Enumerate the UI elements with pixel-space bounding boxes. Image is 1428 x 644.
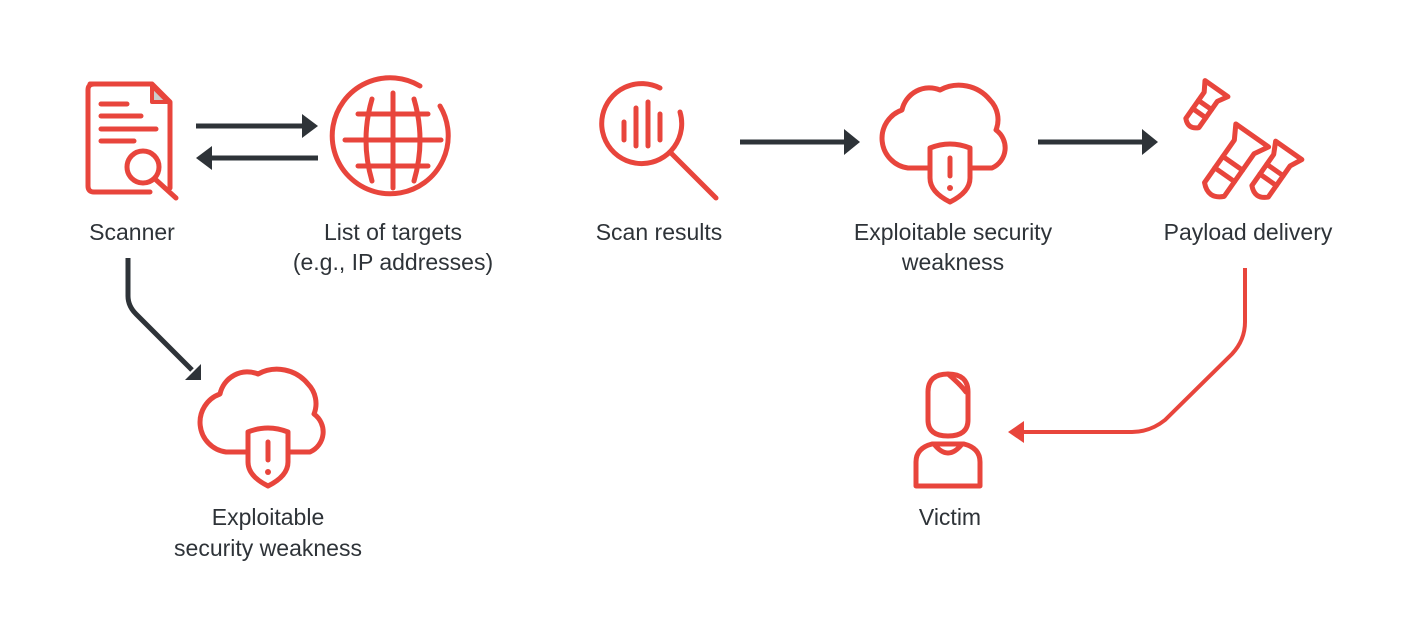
targets-label-line2: (e.g., IP addresses) <box>293 249 493 275</box>
arrow-to-weakness <box>740 129 860 155</box>
payload-label: Payload delivery <box>1164 219 1333 245</box>
arrow-to-bottom-weakness <box>125 258 201 380</box>
weakness-top-label-line2: weakness <box>901 249 1004 275</box>
targets-label-line1: List of targets <box>324 219 462 245</box>
arrow-to-victim <box>1008 268 1247 443</box>
arrow-to-payload <box>1038 129 1158 155</box>
cloud-shield-alert-icon <box>882 85 1005 202</box>
arrow-to-targets <box>196 114 318 138</box>
globe-icon <box>329 75 451 197</box>
document-search-icon <box>85 81 179 201</box>
weakness-top-label-line1: Exploitable security <box>854 219 1053 245</box>
weakness-bottom-label-line2: security weakness <box>174 535 362 561</box>
scan-results-label: Scan results <box>596 219 723 245</box>
victim-label: Victim <box>919 504 981 530</box>
bombs-icon <box>1183 78 1305 200</box>
weakness-bottom-label-line1: Exploitable <box>212 504 325 530</box>
person-icon <box>913 371 983 489</box>
arrow-to-scanner <box>196 146 318 170</box>
cloud-shield-alert-icon <box>200 369 323 486</box>
scanner-label: Scanner <box>89 219 175 245</box>
magnifier-chart-icon <box>599 81 719 201</box>
